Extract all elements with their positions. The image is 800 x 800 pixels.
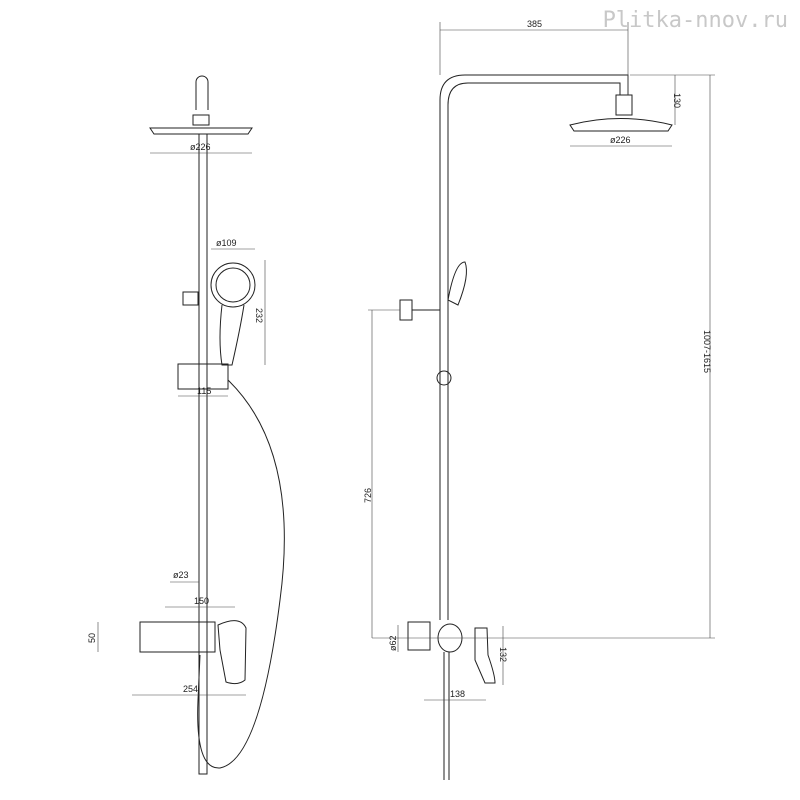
- wall-bracket: [399, 299, 413, 321]
- side-view: 385 130 ø226 1007-1615 726 ø62 132 138: [363, 19, 715, 780]
- hand-shower: [447, 261, 467, 306]
- escutcheon: [407, 621, 431, 651]
- dim-total-height: 1007-1615: [702, 330, 712, 373]
- dim-mixer-depth: 254: [183, 684, 198, 694]
- dim-rail-diameter: ø23: [173, 570, 189, 580]
- rain-shower-head: [569, 118, 673, 132]
- slide-holder: [436, 370, 452, 386]
- dim-mixer-projection: 138: [450, 689, 465, 699]
- shower-arm-top: [195, 75, 209, 110]
- mixer-lever: [217, 620, 247, 685]
- shower-connector: [615, 94, 633, 116]
- hand-shower-handle: [219, 304, 245, 366]
- shower-rail: [198, 133, 208, 775]
- shower-riser: [439, 74, 629, 620]
- mixer-lever: [474, 627, 496, 684]
- dim-holder-width: 115: [197, 386, 211, 396]
- hand-shower-head: [210, 262, 256, 308]
- dim-hand-diameter: ø109: [216, 238, 237, 248]
- dim-mixer-width: 150: [194, 596, 209, 606]
- dim-mount-height: 726: [363, 488, 373, 503]
- dim-hand-height: 232: [254, 308, 264, 323]
- rail-holder: [182, 291, 199, 306]
- dim-mixer-height: 50: [87, 633, 97, 643]
- watermark: Plitka-nnov.ru: [602, 8, 788, 33]
- dim-escutcheon-diameter: ø62: [388, 635, 398, 651]
- front-view: ø226 ø109 232 115 ø23 150 50 254: [87, 75, 285, 775]
- shower-hose: [197, 379, 285, 769]
- slide-holder: [177, 363, 229, 390]
- mixer-body: [139, 621, 216, 653]
- shower-connector: [192, 114, 210, 126]
- dim-mixer-height: 132: [498, 647, 508, 662]
- dim-head-drop: 130: [672, 93, 682, 108]
- dim-rain-diameter: ø226: [190, 142, 211, 152]
- dim-rain-diameter: ø226: [610, 135, 631, 145]
- hand-shower-face: [215, 267, 251, 303]
- rain-shower-head: [149, 127, 253, 135]
- dim-arm-reach: 385: [527, 19, 542, 29]
